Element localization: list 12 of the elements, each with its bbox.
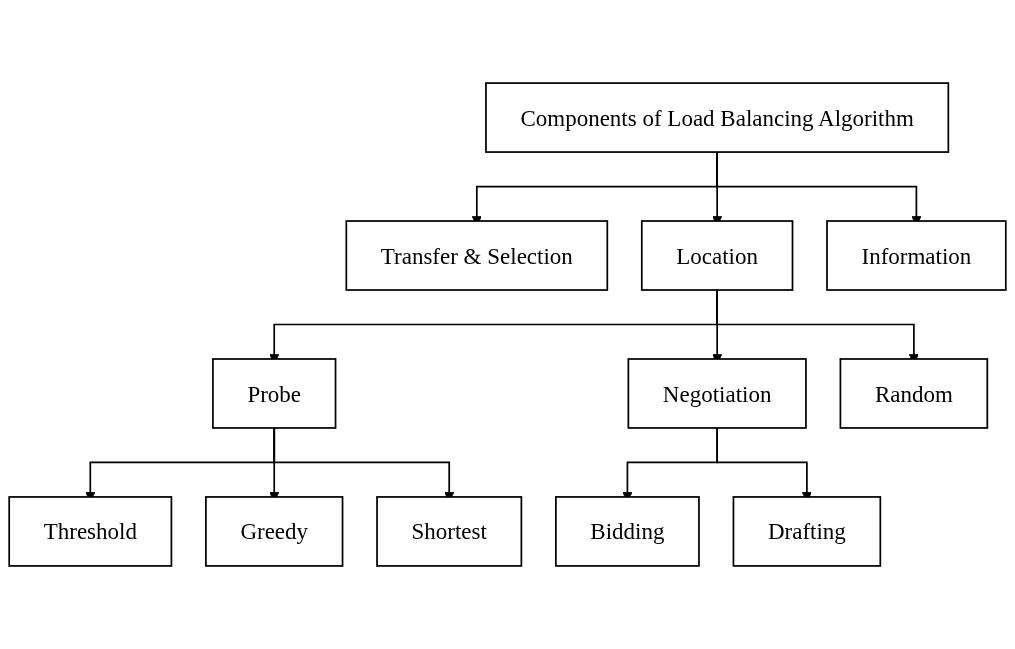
node-box: Location (640, 220, 794, 291)
node-box: Negotiation (627, 358, 807, 429)
node-box: Shortest (376, 496, 523, 567)
node-box: Drafting (732, 496, 882, 567)
node-box: Transfer & Selection (345, 220, 609, 291)
node-box: Random (839, 358, 989, 429)
node-box: Threshold (8, 496, 173, 567)
node-box: Information (826, 220, 1007, 291)
node-box: Bidding (555, 496, 700, 567)
node-box: Probe (212, 358, 337, 429)
node-box: Greedy (205, 496, 344, 567)
node-box: Components of Load Balancing Algorithm (485, 82, 950, 153)
